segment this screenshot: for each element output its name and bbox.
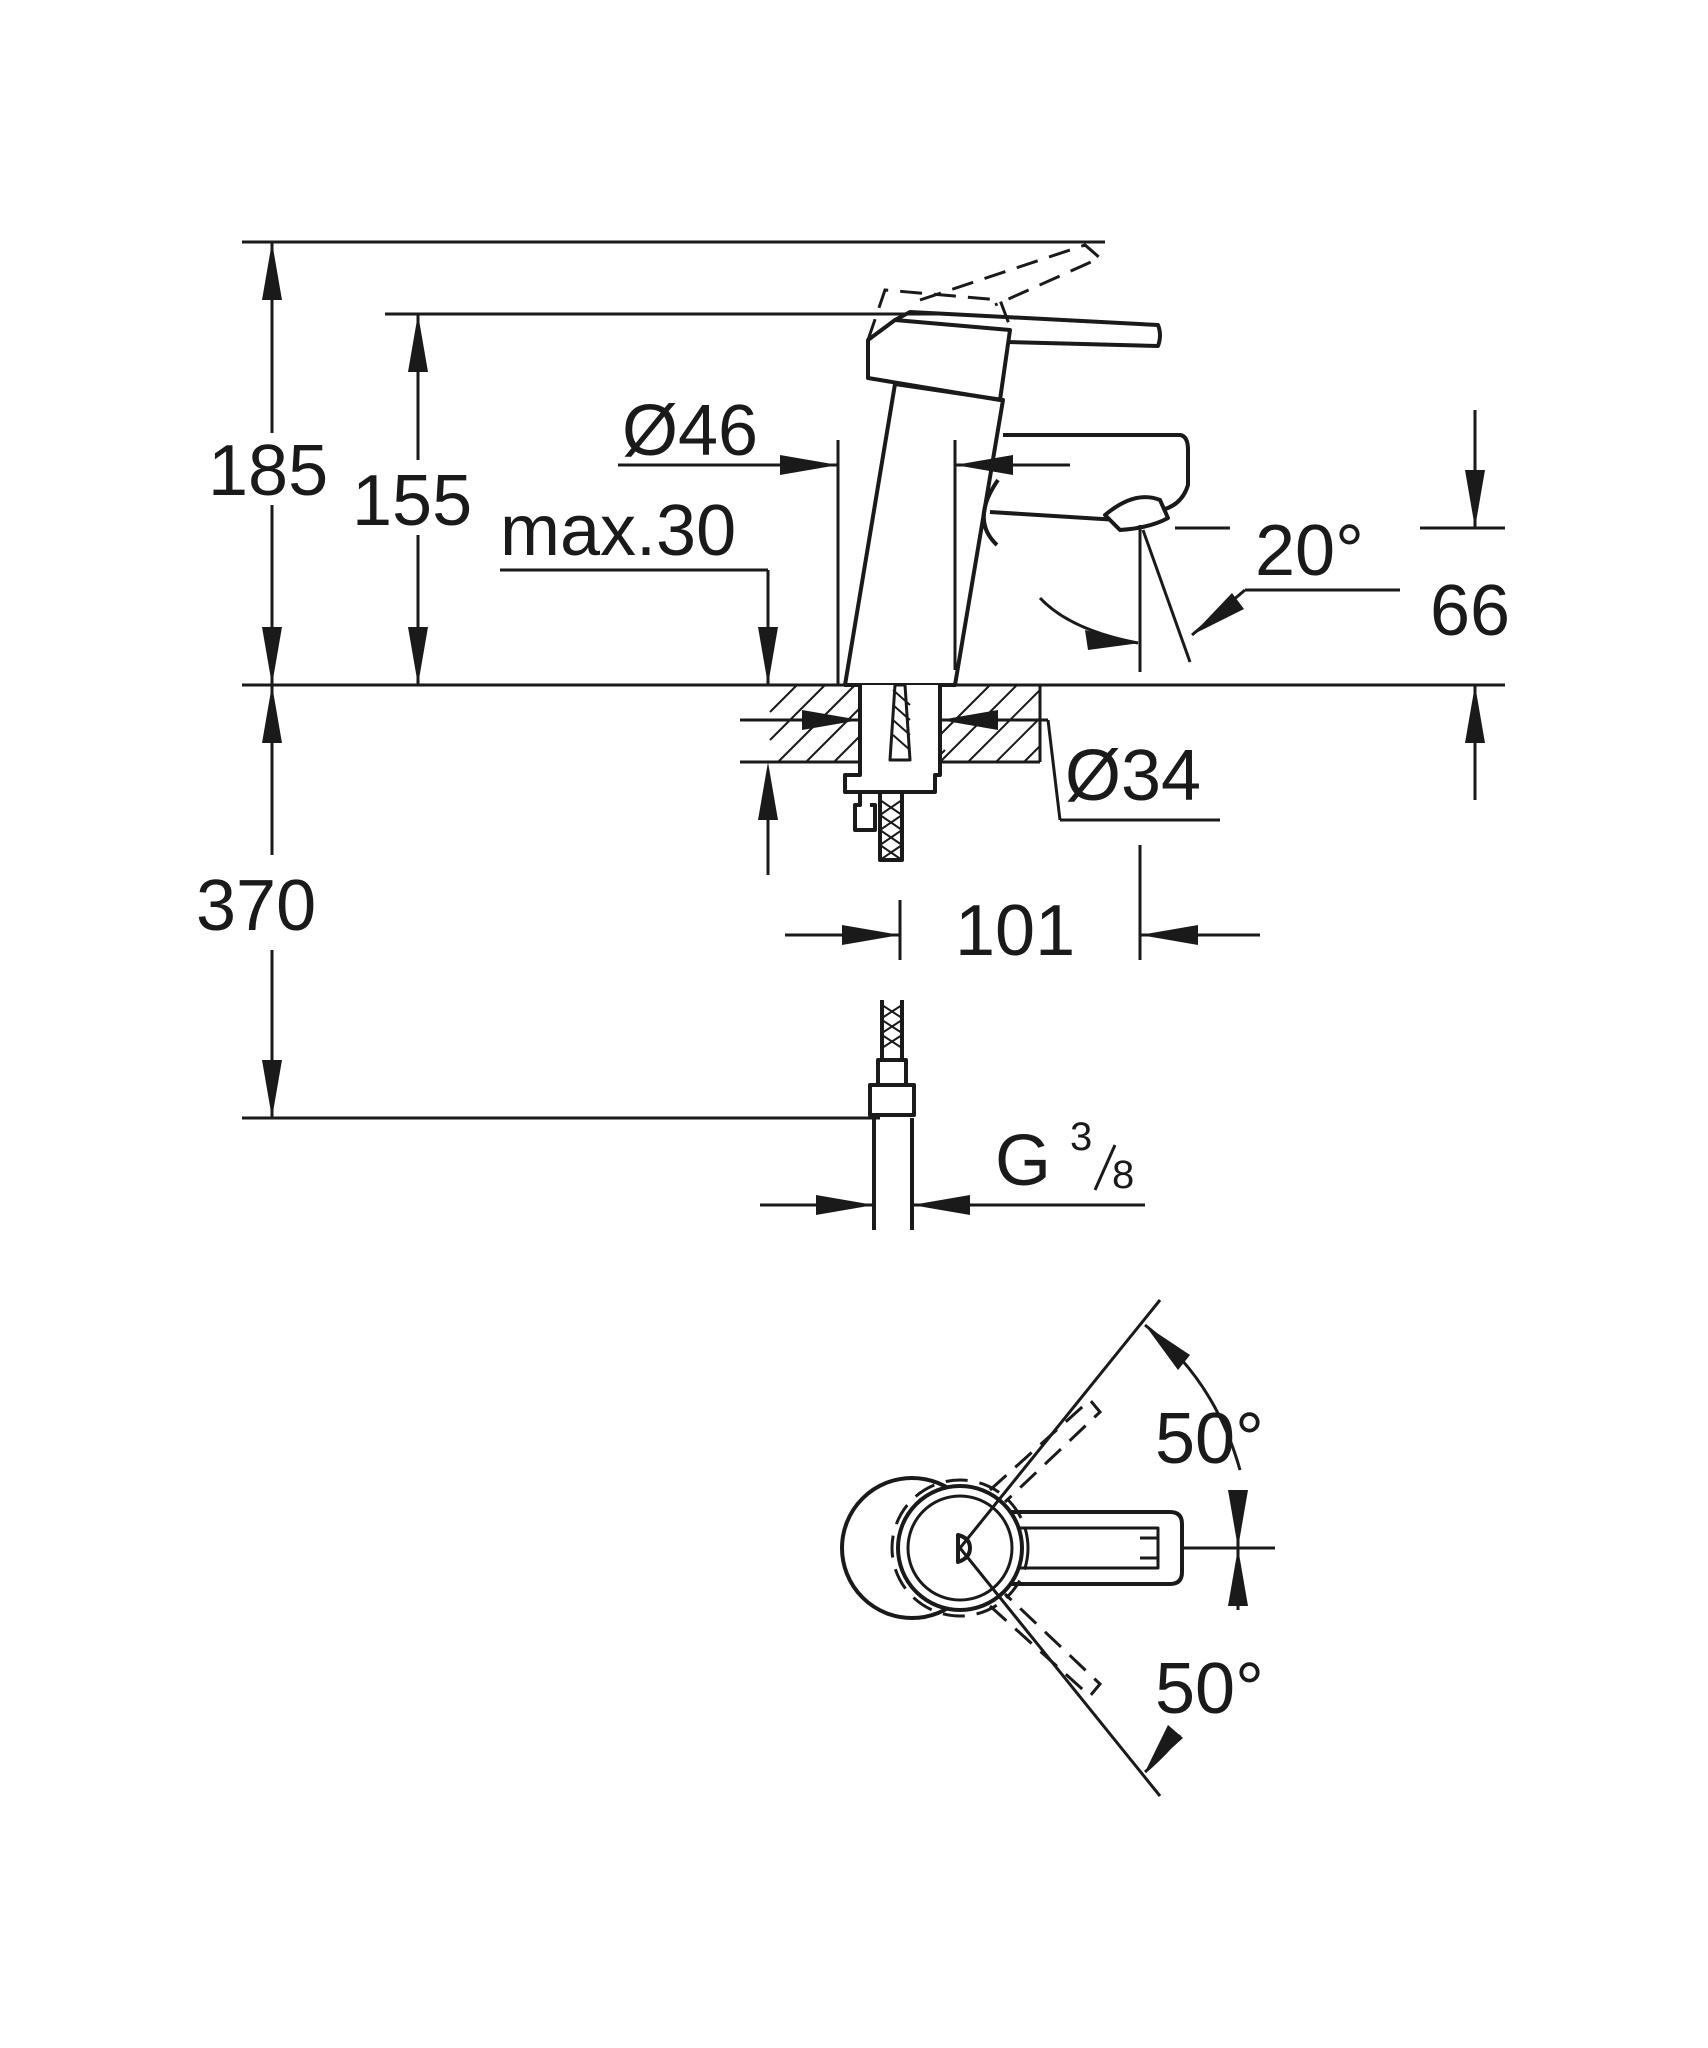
counter-section <box>740 683 1042 862</box>
label-d46: Ø46 <box>622 391 758 471</box>
side-view <box>242 240 1505 1230</box>
label-101: 101 <box>955 891 1075 971</box>
dim-185-arrow <box>262 242 282 685</box>
dim-thread-arrow <box>760 1195 1145 1215</box>
hose-end <box>868 1000 916 1230</box>
label-d34: Ø34 <box>1065 736 1201 816</box>
dim-370-arrow <box>262 685 282 1118</box>
label-thread-num: 3 <box>1070 1115 1092 1159</box>
dim-101-arrow <box>785 845 1260 960</box>
label-20deg: 20° <box>1255 511 1364 591</box>
dim-20deg-angle <box>1038 525 1400 672</box>
dim-d34-leader <box>740 710 1220 822</box>
label-max30: max.30 <box>500 491 736 571</box>
label-thread-g: G <box>995 1121 1051 1201</box>
dim-66-arrow <box>1420 410 1505 800</box>
dim-max30-leader <box>500 568 800 875</box>
label-thread: G 3 8 <box>995 1115 1134 1201</box>
dim-155-arrow <box>408 314 428 685</box>
dim-d46-leader <box>618 440 1070 685</box>
label-thread-den: 8 <box>1112 1153 1134 1197</box>
label-50deg-lower: 50° <box>1155 1649 1264 1729</box>
label-50deg-upper: 50° <box>1155 1399 1264 1479</box>
label-185: 185 <box>208 431 328 511</box>
label-66: 66 <box>1430 571 1510 651</box>
label-155: 155 <box>352 461 472 541</box>
label-370: 370 <box>196 866 316 946</box>
top-view <box>840 1299 1275 1797</box>
